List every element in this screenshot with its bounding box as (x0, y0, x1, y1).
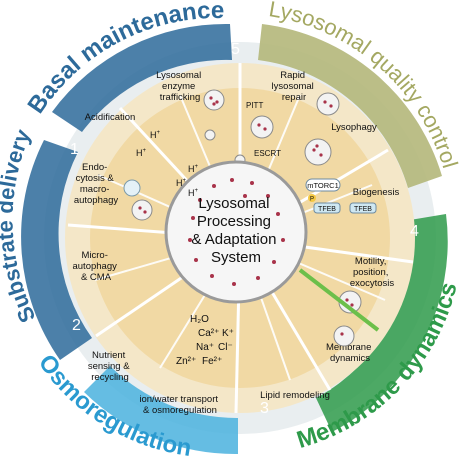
label-acidification: Acidification (85, 112, 136, 123)
vesicle-illustrations (123, 89, 362, 347)
label-membrane-dynamics: Membrane dynamics (326, 342, 374, 364)
potassium-label: K⁺ (222, 328, 234, 339)
label-endocytosis: Endo- cytosis & macro- autophagy (74, 162, 119, 206)
label-enzyme-trafficking: Lysosomal enzyme trafficking (156, 70, 204, 103)
category-number-4: 4 (410, 223, 419, 240)
vesicle-icon (304, 138, 332, 166)
category-number-1: 1 (70, 141, 79, 158)
membrane-band (316, 214, 448, 432)
label-nutrient-sensing: Nutrient sensing & recycling (88, 350, 132, 383)
label-lipid-remodeling: Lipid remodeling (260, 390, 330, 401)
substrate-band (21, 140, 92, 360)
quality-band (258, 24, 442, 188)
chloride-label: Cl⁻ (218, 342, 233, 353)
zinc-label: Zn²⁺ (176, 356, 196, 367)
mtorc1-label: mTORC1 (307, 181, 339, 190)
label-motility: Motility, position, exocytosis (350, 256, 395, 289)
vesicle-icon (204, 129, 216, 141)
tfeb-box (349, 202, 377, 214)
label-rapid-repair: Rapid lysosomal repair (272, 70, 317, 103)
label-lysophagy: Lysophagy (331, 122, 377, 133)
sodium-label: Na⁺ (196, 342, 214, 353)
proton-label: H+ (136, 148, 147, 158)
category-number-3: 3 (260, 400, 269, 417)
lysosome-contents (188, 178, 285, 286)
vesicle-icon (123, 179, 141, 197)
proton-label: H+ (188, 188, 199, 198)
tfeb-label-small: TFEB (318, 206, 336, 213)
label-ion-transport: ion/water transport & osmoregulation (139, 394, 220, 416)
central-lysosome (164, 160, 308, 304)
osmo-band (84, 366, 238, 455)
vesicle-icon (131, 199, 153, 221)
basal-band (52, 23, 232, 132)
proton-label: H+ (150, 130, 161, 140)
proton-labels: H+ H+ H+ H+ H+ (136, 130, 199, 198)
iron-label: Fe²⁺ (202, 356, 222, 367)
calcium-label: Ca²⁺ (198, 328, 219, 339)
phospho-label: P (310, 197, 314, 203)
tfeb-box-small (313, 202, 341, 214)
ion-labels: H₂O Ca²⁺ K⁺ Na⁺ Cl⁻ Zn²⁺ Fe²⁺ (176, 314, 234, 367)
vesicle-icon (203, 89, 225, 111)
pitt-label: PITT (246, 101, 263, 110)
proton-label: H+ (188, 164, 199, 174)
vesicle-icon (250, 115, 274, 139)
water-label: H₂O (190, 314, 209, 325)
escrt-label: ESCRT (254, 149, 281, 158)
label-microautophagy: Micro- autophagy & CMA (72, 250, 119, 283)
microtubule (298, 268, 380, 332)
phospho-marker (308, 194, 316, 202)
category-number-5: 5 (231, 41, 240, 58)
mtorc1-box (305, 178, 341, 192)
process-labels: Lysosomal enzyme trafficking Acidificati… (72, 70, 399, 416)
tfeb-label: TFEB (354, 206, 372, 213)
vesicle-icon (316, 92, 340, 116)
proton-label: H+ (176, 178, 187, 188)
label-biogenesis: Biogenesis (353, 187, 400, 198)
vesicle-icon (333, 325, 355, 347)
central-title: Lysosomal Processing & Adaptation System (191, 195, 280, 266)
category-number-2: 2 (72, 317, 81, 334)
